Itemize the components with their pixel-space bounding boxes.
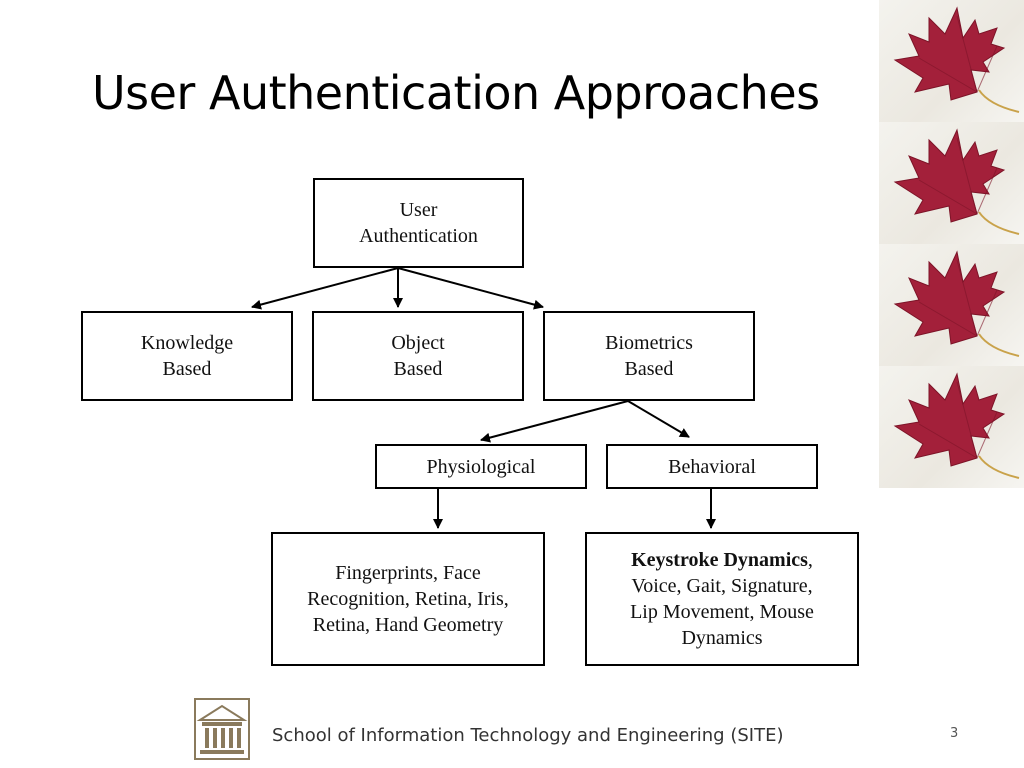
node-label: Fingerprints, Face Recognition, Retina, … (307, 562, 509, 636)
page-number: 3 (950, 726, 959, 741)
footer-school-name: School of Information Technology and Eng… (272, 725, 784, 746)
node-label: Behavioral (668, 455, 756, 478)
node-user-authentication: User Authentication (313, 178, 524, 268)
maple-leaf-strip (879, 0, 1024, 488)
node-label: Physiological (426, 455, 536, 478)
node-behavioral: Behavioral (606, 444, 818, 489)
slide-title: User Authentication Approaches (92, 66, 820, 120)
node-object-based: Object Based (312, 311, 524, 401)
node-label: User Authentication (359, 199, 478, 247)
node-behavioral-examples: Keystroke Dynamics, Voice, Gait, Signatu… (585, 532, 859, 666)
node-label: Biometrics Based (605, 332, 693, 380)
behavioral-examples-rest: , Voice, Gait, Signature, Lip Movement, … (630, 549, 814, 649)
node-knowledge-based: Knowledge Based (81, 311, 293, 401)
arrow-root-to-biometrics (397, 267, 544, 310)
keystroke-dynamics-label: Keystroke Dynamics (631, 549, 808, 571)
node-label: Keystroke Dynamics, Voice, Gait, Signatu… (630, 547, 814, 651)
maple-leaf-icon (879, 244, 1024, 366)
node-label: Knowledge Based (140, 332, 234, 380)
node-biometrics-based: Biometrics Based (543, 311, 755, 401)
arrow-biometrics-to-physiological (480, 400, 629, 443)
arrow-biometrics-to-behavioral (627, 400, 690, 438)
maple-leaf-icon (879, 0, 1024, 122)
university-building-icon (194, 698, 250, 760)
node-physiological-examples: Fingerprints, Face Recognition, Retina, … (271, 532, 545, 666)
maple-leaf-icon (879, 122, 1024, 244)
maple-leaf-icon (879, 366, 1024, 488)
node-physiological: Physiological (375, 444, 587, 489)
node-label: Object Based (391, 332, 445, 380)
arrow-root-to-knowledge (251, 267, 399, 310)
